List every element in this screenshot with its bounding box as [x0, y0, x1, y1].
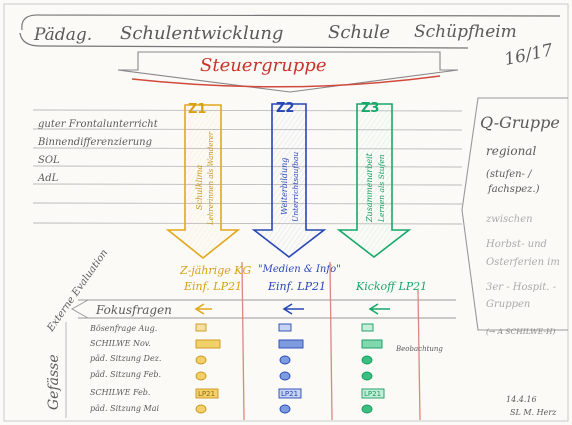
focus-item-4: AdL — [37, 173, 59, 184]
focus-item-3: SOL — [38, 155, 60, 166]
vessels-label: Gefässe — [46, 354, 62, 410]
signature-initials: SL M. Herz — [510, 408, 557, 417]
vessel-row-2: SCHILWE Nov. — [90, 339, 151, 348]
q-group-line-8: Gruppen — [486, 299, 530, 310]
header-title-mid: Schulentwicklung — [120, 23, 283, 44]
header-title-right-1: Schule — [328, 22, 390, 43]
z2-lp21-tag: LP21 — [281, 390, 298, 398]
signature-date: 14.4.16 — [506, 395, 537, 404]
q-group-line-2: (stufen- / — [486, 169, 533, 180]
goal-z1-vertical-2: Lehrerinnen als Wanderer — [207, 131, 215, 226]
focus-item-2: Binnendifferenzierung — [37, 137, 152, 148]
q-group-line-7: 3er - Hospit. - — [486, 282, 557, 293]
focus-questions-label: Fokusfragen — [95, 303, 172, 317]
q-group-line-1: regional — [486, 144, 536, 158]
goal-z1-result-2: Einf. LP21 — [183, 280, 242, 293]
external-evaluation-label: Externe Evaluation — [45, 248, 110, 335]
q-group-line-6: Osterferien im — [486, 257, 560, 268]
steering-group-label: Steuergruppe — [200, 55, 326, 76]
header-title-right-2: Schüpfheim — [414, 22, 517, 42]
goal-arrow-z3: Z3 Zusammenarbeit Lernen als Stufen — [336, 101, 412, 259]
vessel-row-6: päd. Sitzung Mai — [90, 404, 159, 413]
goal-z2-vertical-1: Weiterbildung — [280, 158, 289, 215]
header-year: 16/17 — [503, 40, 555, 70]
goal-z3-vertical-2: Lernen als Stufen — [377, 154, 386, 223]
goal-z2-result-2: Einf. LP21 — [267, 280, 326, 293]
q-group-line-3: fachspez.) — [487, 184, 540, 195]
vessel-row-5: SCHILWE Feb. — [90, 388, 150, 397]
header-banner — [21, 14, 561, 31]
vessel-row-4: päd. Sitzung Feb. — [90, 370, 161, 379]
goal-z2-vertical-2: Unterrichtsaufbau — [291, 152, 300, 222]
goal-arrow-z1: Z1 Schulklima Lehrerinnen als Wanderer — [165, 102, 241, 260]
z1-markers — [195, 323, 221, 414]
page-border — [3, 3, 569, 422]
goal-z3-vertical-1: Zusammenarbeit — [365, 152, 374, 223]
goal-arrow-z2: Z2 Weiterbildung Unterrichtsaufbau — [251, 101, 327, 259]
z3-lp21-tag: LP21 — [364, 390, 381, 398]
goal-z1-id: Z1 — [188, 102, 206, 117]
q-group-line-9: (→ A SCHILWE-H) — [486, 327, 556, 336]
goal-z2-id: Z2 — [276, 101, 294, 116]
column-dividers — [241, 261, 421, 421]
vessel-row-1: Bösenfrage Aug. — [89, 324, 157, 333]
q-group-line-5: Horbst- und — [485, 239, 547, 250]
goal-z2-result-1: "Medien & Info" — [258, 264, 341, 275]
header-title-left: Pädag. — [33, 25, 92, 45]
steering-group-arrow — [117, 51, 459, 93]
vessel-row-3: päd. Sitzung Dez. — [90, 354, 161, 363]
q-group-line-4: zwischen — [485, 214, 533, 225]
z3-markers — [361, 323, 385, 414]
goal-z3-result-1: Kickoff LP21 — [355, 280, 427, 293]
goal-z1-vertical-1: Schulklima — [195, 165, 204, 210]
goal-z1-result-1: Z-jährige KG — [179, 264, 251, 277]
q-group-panel — [461, 97, 568, 331]
focus-questions-arrow — [70, 299, 89, 319]
q-group-title: Q-Gruppe — [480, 113, 560, 132]
z1-lp21-tag: LP21 — [198, 390, 215, 398]
focus-item-1: guter Frontalunterricht — [38, 119, 159, 130]
observation-note: Beobachtung — [395, 345, 443, 353]
z2-markers — [278, 323, 304, 414]
goal-z3-id: Z3 — [361, 101, 379, 116]
